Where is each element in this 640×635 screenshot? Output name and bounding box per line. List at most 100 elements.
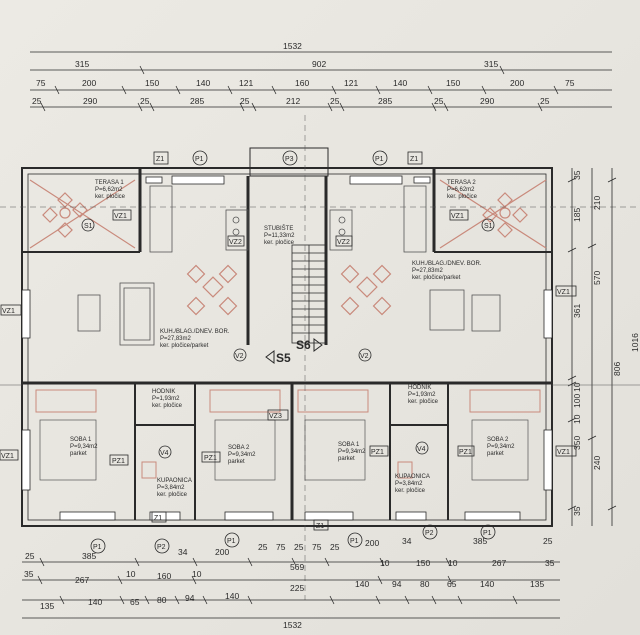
- dim-right-col2: 210 570 240: [592, 196, 602, 470]
- section-marks: S5 S6: [0, 115, 640, 600]
- windows: [21, 175, 553, 521]
- dim-label: 267: [492, 558, 506, 568]
- dim-label: 140: [88, 597, 102, 607]
- dim-label: 75: [312, 542, 322, 552]
- dim-label: 25: [543, 536, 553, 546]
- tag-pz1: PZ1: [112, 458, 125, 465]
- dim-label: 210: [592, 196, 602, 210]
- room-floor: ker. pločice: [395, 488, 426, 494]
- dim-label: 25: [32, 96, 42, 106]
- tag-z1: Z1: [410, 156, 418, 163]
- dim-right-col3: 806 1016: [612, 333, 640, 376]
- dim-label: 570: [592, 271, 602, 285]
- dim-label: 140: [355, 579, 369, 589]
- dim-label: 160: [295, 78, 309, 88]
- dim-label: 94: [392, 579, 402, 589]
- tag-labels: P1 P3 P1 S1 S1 V2 V2 V4 V4 P1 P2 P1 P1 P…: [1, 156, 570, 551]
- room-floor: ker. pločice/parket: [412, 275, 461, 281]
- room-terasa-2: TERASA 2 P=6,62m2 ker. pločice: [447, 180, 478, 200]
- dim-label: 315: [75, 59, 89, 69]
- dim-label: 121: [239, 78, 253, 88]
- tag-v2: V2: [235, 353, 244, 360]
- room-name: KUH./BLAG./DNEV. BOR.: [412, 261, 482, 267]
- dim-label: 200: [82, 78, 96, 88]
- kitchen-counters: [149, 185, 427, 253]
- dim-label: 121: [344, 78, 358, 88]
- room-soba1-left: SOBA 1 P=9,34m2 parket: [70, 437, 98, 457]
- room-name: STUBIŠTE: [264, 225, 293, 232]
- dim-label: 140: [225, 591, 239, 601]
- dim-label: 25: [140, 96, 150, 106]
- room-name: KUH./BLAG./DNEV. BOR.: [160, 329, 230, 335]
- tag-p2: P2: [425, 530, 434, 537]
- tag-pz1: PZ1: [204, 455, 217, 462]
- dim-label: 10: [572, 414, 582, 424]
- room-floor: ker. pločice: [408, 399, 439, 405]
- room-name: SOBA 1: [70, 437, 92, 443]
- dim-label: 25: [540, 96, 550, 106]
- dim-label: 65: [447, 579, 457, 589]
- room-hodnik-right: HODNIK P=1,93m2 ker. pločice: [408, 385, 439, 405]
- tag-p3: P3: [285, 156, 294, 163]
- terrace-furniture-right: [439, 179, 547, 249]
- room-area: P=27,83m2: [160, 336, 192, 342]
- dim-label: 902: [312, 59, 326, 69]
- tag-p1: P1: [350, 538, 359, 545]
- tag-s1: S1: [84, 223, 93, 230]
- room-floor: parket: [70, 451, 87, 457]
- dim-label: 806: [612, 362, 622, 376]
- dim-label: 25: [25, 551, 35, 561]
- dim-label: 25: [258, 542, 268, 552]
- dim-label: 150: [446, 78, 460, 88]
- dim-top-row3: 75 200 150 140 121 160 121 140 150 200 7…: [36, 78, 575, 88]
- dim-label: 185: [572, 208, 582, 222]
- dim-label: 10: [380, 558, 390, 568]
- dim-label: 290: [83, 96, 97, 106]
- dim-label: 140: [196, 78, 210, 88]
- dim-label: 80: [157, 595, 167, 605]
- room-soba2-right: SOBA 2 P=9,34m2 parket: [487, 437, 515, 457]
- tag-vz1: VZ1: [114, 213, 127, 220]
- dim-label: 361: [572, 304, 582, 318]
- dim-label: 10: [126, 569, 136, 579]
- dim-label: 160: [157, 571, 171, 581]
- room-floor: parket: [338, 456, 355, 462]
- dim-label: 385: [473, 536, 487, 546]
- dim-label: 212: [286, 96, 300, 106]
- dim-label: 10: [572, 382, 582, 392]
- dim-label: 25: [240, 96, 250, 106]
- dim-label: 25: [330, 96, 340, 106]
- tag-p1: P1: [375, 156, 384, 163]
- tag-vz1: VZ1: [451, 213, 464, 220]
- tag-vz1: VZ1: [1, 453, 14, 460]
- section-s6: S6: [296, 338, 311, 352]
- dim-label: 25: [330, 542, 340, 552]
- room-floor: ker. pločice: [95, 194, 126, 200]
- tag-vz2: VZ2: [337, 239, 350, 246]
- dim-bottom-1532: 1532: [283, 620, 302, 630]
- room-area: P=1,93m2: [408, 392, 436, 398]
- dim-top-row4: 25 290 25 285 25 212 25 285 25 290 25: [32, 96, 550, 106]
- dim-label: 225: [290, 583, 304, 593]
- dining-set-right: [340, 264, 392, 316]
- tag-z1: Z1: [316, 523, 324, 530]
- room-name: HODNIK: [408, 385, 431, 391]
- dim-label: 35: [572, 506, 582, 516]
- dim-label: 10: [192, 569, 202, 579]
- dim-label: 267: [75, 575, 89, 585]
- dim-label: 35: [572, 170, 582, 180]
- dim-right-col1: 35 185 361 10 100 10 350 35: [572, 170, 582, 516]
- tag-pz1: PZ1: [459, 449, 472, 456]
- room-floor: parket: [487, 451, 504, 457]
- room-hodnik-left: HODNIK P=1,93m2 ker. pločice: [152, 389, 183, 409]
- room-name: KUPAONICA: [395, 474, 430, 480]
- dim-label: 10: [448, 558, 458, 568]
- dim-label: 94: [185, 593, 195, 603]
- tag-vz3: VZ3: [269, 413, 282, 420]
- dim-label: 290: [480, 96, 494, 106]
- top-dimension-lines: [30, 51, 612, 112]
- room-kupaonica-right: KUPAONICA P=3,84m2 ker. pločice: [395, 474, 430, 494]
- tag-vz2: VZ2: [229, 239, 242, 246]
- building-walls: [21, 147, 553, 527]
- room-area: P=9,34m2: [228, 452, 256, 458]
